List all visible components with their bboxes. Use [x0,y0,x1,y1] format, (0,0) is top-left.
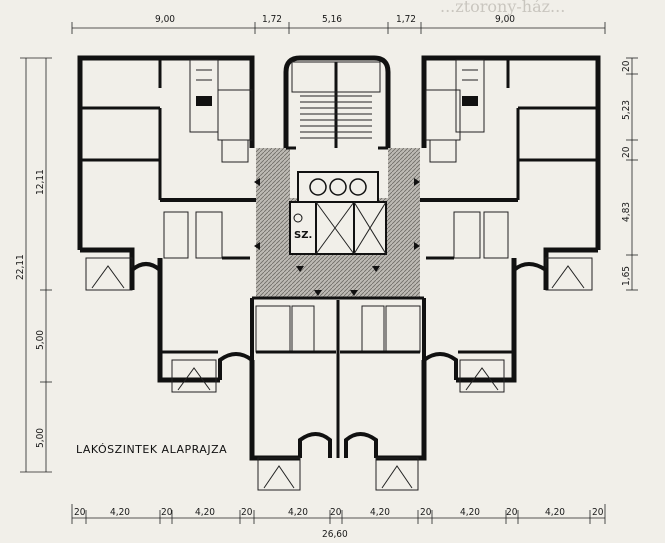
left-dim-1: 12,11 [35,169,46,195]
top-dimension-line: 9,00 1,72 5,16 1,72 9,00 [71,14,606,34]
central-corridor: SZ. [254,148,420,298]
right-dim-3: 20 [621,146,632,158]
left-wing [77,55,256,291]
lift-shaft-circle [349,178,367,196]
room-label-sz: SZ. [294,230,312,241]
plan-caption: LAKÓSZINTEK ALAPRAJZA [76,443,227,456]
central-stair-tower [283,55,391,150]
top-dim-1: 9,00 [155,14,175,25]
bottom-center-apartments [249,296,427,491]
bottom-dim-13: 20 [592,507,604,518]
lift-shaft-circle [309,178,327,196]
right-dim-2: 5,23 [621,100,632,120]
bottom-dim-10: 4,20 [460,507,480,518]
top-dim-5: 9,00 [495,14,515,25]
bottom-dim-2: 4,20 [110,507,130,518]
bottom-dim-8: 4,20 [370,507,390,518]
right-wing [420,55,601,291]
bottom-total: 26,60 [322,529,348,540]
right-dim-5: 1,65 [621,266,632,286]
bottom-dim-11: 20 [506,507,518,518]
bottom-dim-1: 20 [74,507,86,518]
bottom-dim-7: 20 [330,507,342,518]
bottom-dim-3: 20 [161,507,173,518]
right-dim-1: 20 [621,60,632,72]
right-middle-apartment [422,258,517,393]
right-dim-4: 4,83 [621,202,632,222]
bottom-dim-6: 4,20 [288,507,308,518]
bottom-dim-4: 4,20 [195,507,215,518]
left-middle-apartment [157,258,254,393]
bottom-dim-5: 20 [241,507,253,518]
top-dim-3: 5,16 [322,14,342,25]
bottom-dim-9: 20 [420,507,432,518]
top-dim-2: 1,72 [262,14,282,25]
left-dim-3: 5,00 [35,330,46,350]
right-dimension-lines: 20 5,23 20 4,83 1,65 [621,57,638,291]
top-dim-4: 1,72 [396,14,416,25]
lift-shaft-circle [329,178,347,196]
left-dim-2: 22,11 [15,254,26,280]
left-dim-4: 5,00 [35,428,46,448]
left-dimension-lines: 12,11 22,11 5,00 5,00 [15,57,52,473]
background-text: ...ztorony-ház... [440,0,565,16]
bottom-dimension-line: 20 4,20 20 4,20 20 4,20 20 4,20 20 4,20 … [71,504,606,540]
bottom-dim-12: 4,20 [545,507,565,518]
